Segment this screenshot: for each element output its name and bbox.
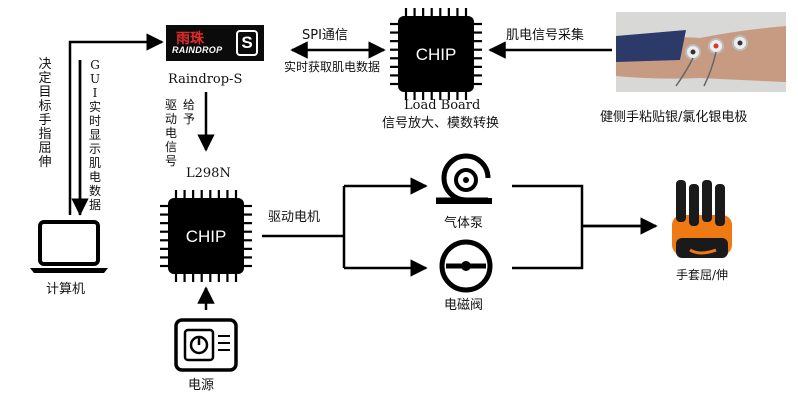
glove-finger bbox=[676, 180, 686, 222]
motor-branch bbox=[262, 186, 346, 268]
glove-finger bbox=[702, 180, 712, 222]
arrow-computer-to-raindrop bbox=[68, 33, 164, 215]
motor-label: 驱动电机 bbox=[268, 210, 321, 225]
raindrop-logo-cn: 雨珠 bbox=[176, 31, 204, 47]
l298n-chip-label: CHIP bbox=[186, 227, 227, 246]
raindrop-give-note: 给予 bbox=[182, 98, 195, 126]
gui-display-note: GUI实时显示肌电数据 bbox=[88, 58, 101, 212]
glove-photo bbox=[672, 180, 732, 258]
glove-finger bbox=[715, 184, 725, 226]
load-board-chip-label: CHIP bbox=[416, 45, 457, 64]
valve-label: 电磁阀 bbox=[444, 298, 484, 313]
raindrop-drive-note: 驱动电信号 bbox=[164, 98, 177, 168]
pump-label: 气体泵 bbox=[444, 216, 484, 231]
load-board-name: Load Board bbox=[404, 98, 481, 113]
solenoid-valve-icon bbox=[439, 239, 493, 293]
raindrop-logo-s: S bbox=[236, 30, 258, 56]
glove-finger bbox=[689, 184, 699, 226]
l298n-chip: CHIP bbox=[168, 198, 244, 274]
chip-pins bbox=[160, 8, 482, 282]
load-board-chip: CHIP bbox=[398, 16, 474, 92]
electrode-label: 健侧手粘贴银/氯化银电极 bbox=[600, 110, 748, 125]
decide-finger-note: 决定目标手指屈伸 bbox=[38, 57, 52, 170]
l298n-name: L298N bbox=[186, 166, 231, 181]
power-supply-icon bbox=[174, 318, 238, 372]
raindrop-logo: 雨珠 RAINDROP S bbox=[166, 25, 264, 61]
glove-label: 手套屈/伸 bbox=[676, 268, 729, 282]
laptop-icon bbox=[30, 220, 108, 273]
air-pump-icon bbox=[436, 153, 492, 204]
emg-collect-label: 肌电信号采集 bbox=[506, 28, 585, 43]
connections bbox=[68, 33, 164, 215]
power-label: 电源 bbox=[188, 378, 215, 393]
spi-label: SPI通信 bbox=[302, 28, 348, 43]
load-board-desc: 信号放大、模数转换 bbox=[382, 116, 500, 131]
spi-sublabel: 实时获取肌电数据 bbox=[284, 60, 381, 74]
computer-label: 计算机 bbox=[46, 282, 86, 297]
raindrop-name: Raindrop-S bbox=[168, 72, 243, 87]
raindrop-logo-en: RAINDROP bbox=[172, 45, 223, 55]
arm-electrode-photo bbox=[616, 12, 786, 92]
